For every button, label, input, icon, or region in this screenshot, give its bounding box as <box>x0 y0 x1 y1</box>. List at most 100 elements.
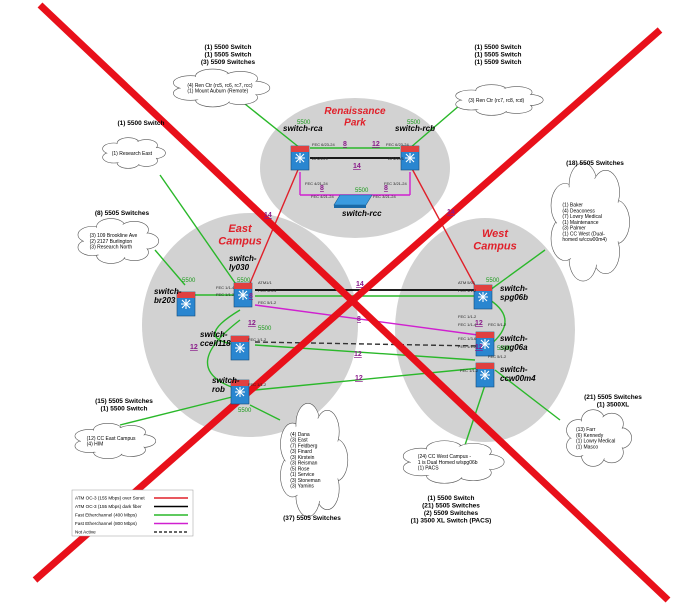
svg-text:(8) 5505 Switches: (8) 5505 Switches <box>95 210 150 217</box>
svg-text:5500: 5500 <box>258 326 272 332</box>
cloud-text: (4) Dana(3) East(7) Feldberg(3) Finard(3… <box>290 432 321 490</box>
link-fec400 <box>254 367 481 391</box>
cloud-icon: (1) Research East <box>102 137 166 169</box>
router-icon <box>230 379 250 405</box>
link-atm-sonet <box>409 164 481 296</box>
svg-text:5500: 5500 <box>355 188 369 194</box>
svg-text:FEC 3/21-24: FEC 3/21-24 <box>384 181 407 186</box>
svg-text:ATM10/1: ATM10/1 <box>312 156 329 161</box>
svg-text:FEC 1/3-6: FEC 1/3-6 <box>458 336 477 341</box>
link-fec800 <box>254 304 479 336</box>
svg-text:14: 14 <box>356 281 364 288</box>
svg-text:(18) 5505 Switches: (18) 5505 Switches <box>566 160 624 167</box>
legend-label: Fast Etherchannel (800 Mbps) <box>75 521 137 526</box>
svg-text:ATM1/1: ATM1/1 <box>258 280 272 285</box>
svg-text:8: 8 <box>384 185 388 192</box>
svg-text:8: 8 <box>249 293 253 300</box>
router-icon <box>233 282 253 308</box>
svg-text:(15) 5505 Switches(1) 5500 Swi: (15) 5505 Switches(1) 5500 Switch <box>95 398 153 412</box>
svg-text:5500: 5500 <box>497 346 511 352</box>
link-fec400 <box>239 99 301 149</box>
cloud-text: (1) Research East <box>112 151 153 157</box>
svg-text:14: 14 <box>264 212 272 219</box>
cloud-text: (1) Baker(4) Deaconess(7) Lowry Medical(… <box>562 203 607 244</box>
svg-text:(21) 5505 Switches(1) 3500XL: (21) 5505 Switches(1) 3500XL <box>584 394 642 408</box>
switch-label-br203: switch-br203 <box>154 287 182 305</box>
switch-label-ly030: switch-ly030 <box>229 254 257 272</box>
svg-text:ATM 5/01: ATM 5/01 <box>458 280 476 285</box>
switch-label-spg06a: switch-spg06a <box>500 334 528 352</box>
link-not-active <box>254 341 479 347</box>
routers <box>176 145 495 405</box>
link-fec400 <box>254 344 476 361</box>
svg-text:5500: 5500 <box>237 278 251 284</box>
cloud-icon: (3) Ren Ctr (rc7, rc8, rcd) <box>455 84 544 116</box>
cloud-text: (24) CC West Campus -1 is Dual Homed w/s… <box>418 454 478 472</box>
svg-text:FEC 1/1-2: FEC 1/1-2 <box>458 314 477 319</box>
cloud-text: (12) CC East Campus(4) HIM <box>87 436 136 448</box>
svg-text:14: 14 <box>447 209 455 216</box>
svg-text:FEC 5/1-2: FEC 5/1-2 <box>258 300 277 305</box>
legend-label: ATM OC-3 (155 Mbps) dark fiber <box>75 504 142 509</box>
svg-text:FEC 5/3-4: FEC 5/3-4 <box>258 288 277 293</box>
cloud-icon: (12) CC East Campus(4) HIM <box>74 422 157 460</box>
svg-text:FEC 1/1-4: FEC 1/1-4 <box>458 322 477 327</box>
link-fec400 <box>494 369 561 421</box>
svg-text:FEC 6/23-24: FEC 6/23-24 <box>386 142 409 147</box>
svg-text:FEC 5/1-2: FEC 5/1-2 <box>488 322 507 327</box>
svg-text:ATM10/1: ATM10/1 <box>388 156 405 161</box>
svg-text:FEC 6/23-24: FEC 6/23-24 <box>312 142 335 147</box>
cloud-icon: (13) Farr(6) Kennedy(1) Lowry Medical(1)… <box>566 409 632 467</box>
svg-text:FEC 1/1-2: FEC 1/1-2 <box>460 368 479 373</box>
svg-text:12: 12 <box>190 344 198 351</box>
callout-headers: (1) 5500 Switch(1) 5505 Switch(3) 5509 S… <box>95 44 642 524</box>
svg-text:8: 8 <box>320 185 324 192</box>
cloud-icon: (1) Baker(4) Deaconess(7) Lowry Medical(… <box>550 162 630 282</box>
link-fec400 <box>119 394 241 426</box>
router-icon <box>290 145 310 171</box>
router-icon <box>475 362 495 388</box>
link-fec400 <box>154 249 186 286</box>
svg-text:5500: 5500 <box>407 120 421 126</box>
switch-label-rob: switch-rob <box>212 376 240 394</box>
link-fec400 <box>249 404 281 421</box>
switch-label-rcb: switch-rcb <box>395 124 435 133</box>
legend-label: Not Active <box>75 530 96 535</box>
svg-text:12: 12 <box>248 320 256 327</box>
svg-text:8: 8 <box>357 316 361 323</box>
svg-text:5500: 5500 <box>238 408 252 414</box>
svg-text:12: 12 <box>354 351 362 358</box>
link-fec400 <box>489 299 506 346</box>
svg-text:5500: 5500 <box>182 278 196 284</box>
switch-label-rca: switch-rca <box>283 124 323 133</box>
svg-text:(1) 5500 Switch: (1) 5500 Switch <box>118 120 165 127</box>
cloud-text: (3) Ren Ctr (rc7, rc8, rcd) <box>468 98 524 104</box>
switch-label-spg06b: switch-spg06b <box>500 284 528 302</box>
svg-text:(1) 5500 Switch(1) 5505 Switch: (1) 5500 Switch(1) 5505 Switch(1) 5509 S… <box>475 44 522 66</box>
svg-text:FEC 5/1-2: FEC 5/1-2 <box>488 354 507 359</box>
link-fec400 <box>409 104 461 149</box>
strike-through <box>32 27 663 583</box>
cloud-text: (3) 109 Brookline Ave(2) 2127 Burlington… <box>90 233 138 251</box>
svg-text:FEC 3/21-24: FEC 3/21-24 <box>373 194 396 199</box>
svg-text:5500: 5500 <box>297 120 311 126</box>
svg-text:5500: 5500 <box>486 278 500 284</box>
router-icon <box>176 291 196 317</box>
svg-text:FEC 1/1-4: FEC 1/1-4 <box>216 285 235 290</box>
cloud-text: (13) Farr(6) Kennedy(1) Lowry Medical(1)… <box>576 427 615 450</box>
svg-text:(1) 5500 Switch(1) 5505 Switch: (1) 5500 Switch(1) 5505 Switch(3) 5509 S… <box>201 44 256 66</box>
svg-text:14: 14 <box>353 163 361 170</box>
links <box>119 99 561 446</box>
cloud-icon: (4) Dana(3) East(7) Feldberg(3) Finard(3… <box>280 403 349 517</box>
svg-text:FEC 4/21-24: FEC 4/21-24 <box>305 181 328 186</box>
switch-label-ccw00m4: switch-ccw00m4 <box>500 365 536 383</box>
svg-text:FEC 1/1-2: FEC 1/1-2 <box>458 344 477 349</box>
legend-label: ATM OC-3 (155 Mbps) over Sonet <box>75 496 145 501</box>
cluster-renaissance <box>260 98 450 238</box>
svg-text:FEC 1/1-2: FEC 1/1-2 <box>216 292 235 297</box>
switch-icon <box>333 194 373 208</box>
